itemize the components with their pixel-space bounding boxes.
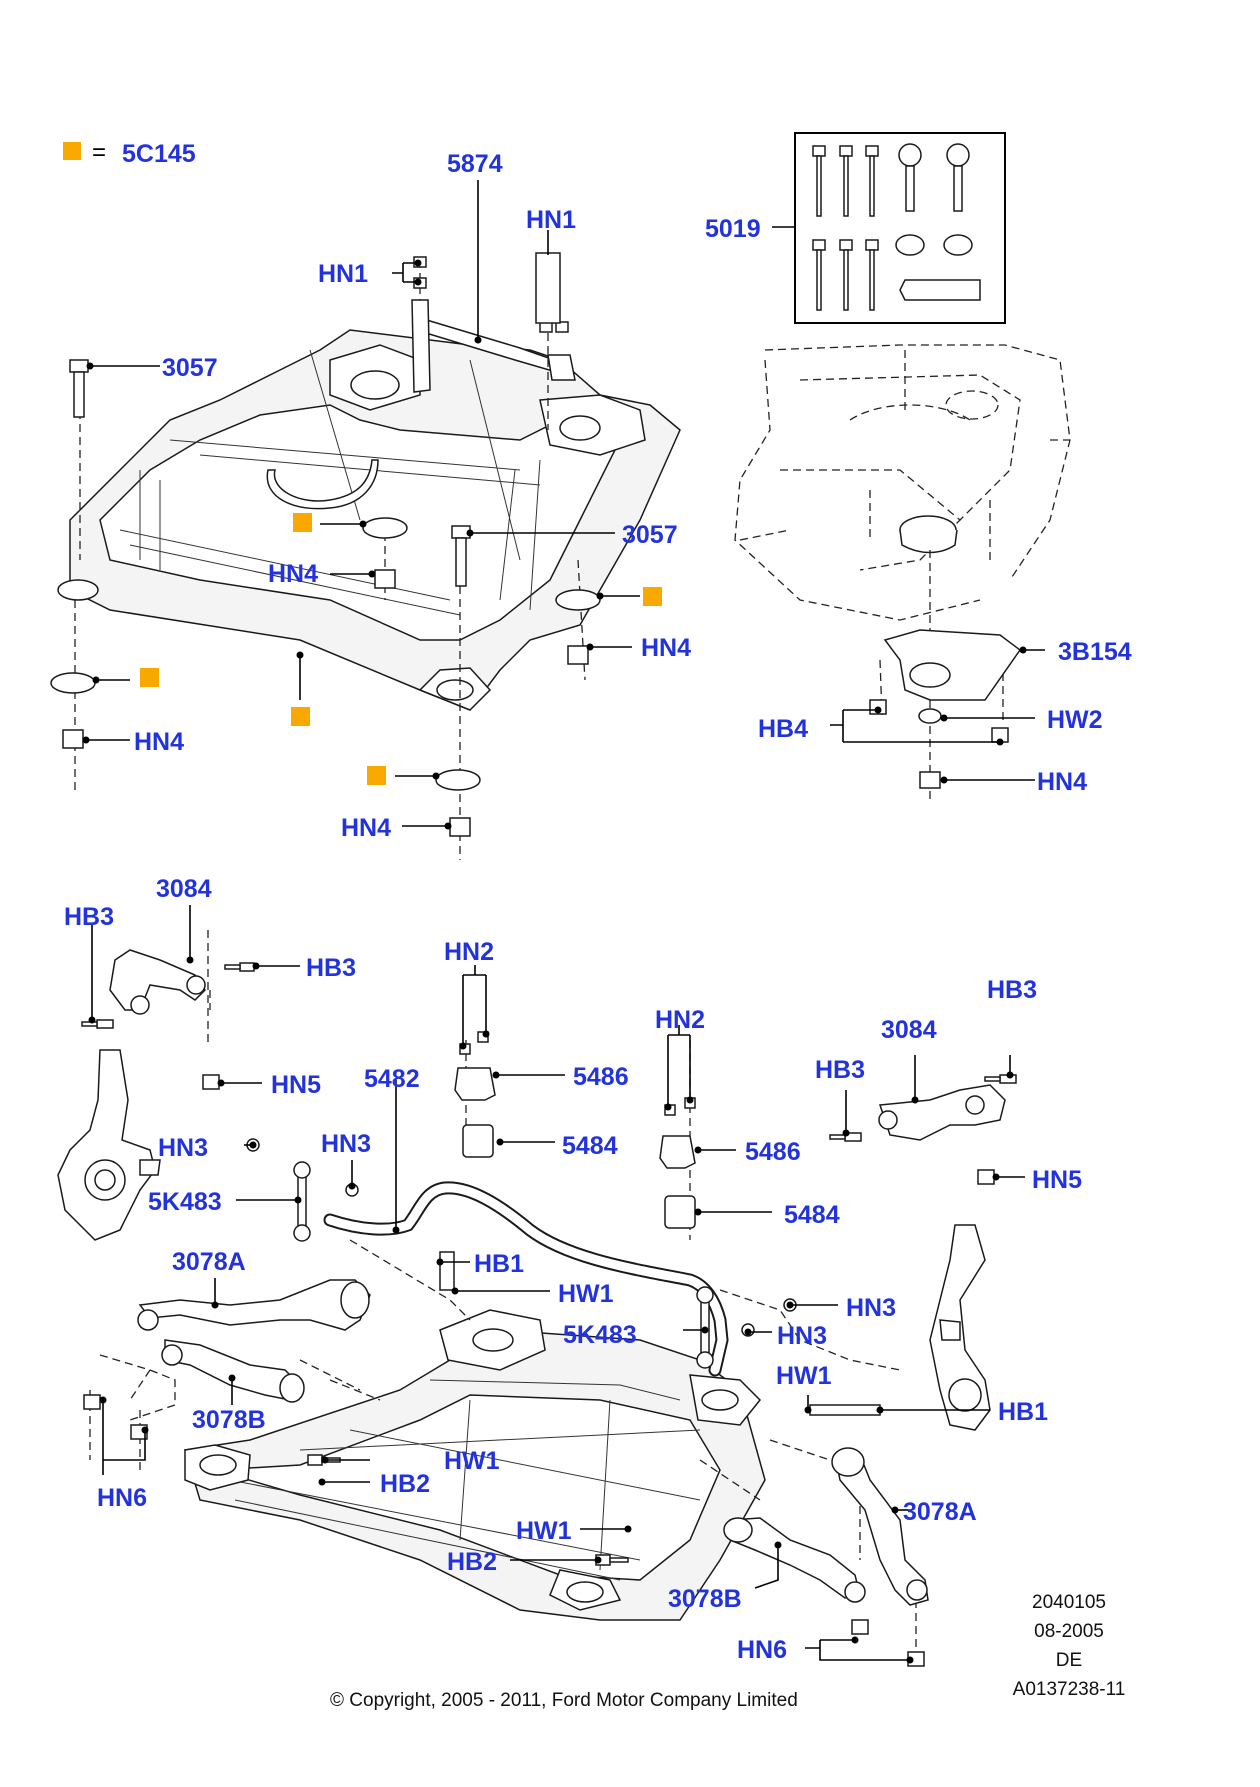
label-hb2-low: HB2 [447,1548,497,1576]
part-labels: 5874 HN1 HN1 3057 3057 5019 HN4 HN4 HN4 … [64,150,1132,1664]
label-hb3-right-top: HB3 [987,976,1037,1004]
label-5019: 5019 [705,215,761,243]
label-5k483-left: 5K483 [148,1188,222,1216]
kit-5019-box [772,132,1006,324]
label-hn4-1: HN4 [268,560,318,588]
label-hn1-right: HN1 [526,206,576,234]
lower-arms-drawing [83,1251,929,1667]
label-hn3-1: HN3 [158,1134,208,1162]
diagram-lang: DE [1056,1650,1082,1671]
label-3057-mid: 3057 [622,521,678,549]
label-5484-left: 5484 [562,1132,618,1160]
legend-code: 5C145 [122,140,196,168]
label-hn2-left: HN2 [444,938,494,966]
marker-1 [293,513,312,532]
legend-equals: = [92,139,106,166]
label-hn5-left: HN5 [271,1071,321,1099]
label-hw1-right: HW1 [776,1362,832,1390]
label-5484-right: 5484 [784,1201,840,1229]
marker-2 [643,587,662,606]
label-5874: 5874 [447,150,503,178]
label-hw1-top: HW1 [558,1280,614,1308]
marker-squares [140,513,662,785]
stabilizer-bar-drawing [246,1031,797,1377]
label-hb1-right: HB1 [998,1398,1048,1426]
diagram-ref: A0137238-11 [1013,1679,1126,1700]
label-hn3-2: HN3 [321,1130,371,1158]
top-left-leaders [82,180,640,830]
label-hn4-4: HN4 [341,814,391,842]
top-right-leaders [830,646,1045,784]
subframe-top-drawing [50,252,681,860]
label-hn5-right: HN5 [1032,1166,1082,1194]
label-3057-top: 3057 [162,354,218,382]
label-hn3-4: HN3 [777,1322,827,1350]
label-hn1-left: HN1 [318,260,368,288]
body-dashed-drawing [734,344,1071,800]
label-3b154: 3B154 [1058,638,1132,666]
label-hn4-3: HN4 [134,728,184,756]
diagram-code: 2040105 [1032,1592,1106,1613]
legend: = 5C145 [63,139,196,168]
upper-arm-right-drawing [829,1074,1017,1185]
bottom-leaders [88,905,1025,1664]
label-hb3-top: HB3 [306,954,356,982]
label-hw1-low: HW1 [516,1517,572,1545]
label-3078b-right: 3078B [668,1585,742,1613]
upper-arm-left-drawing [81,949,255,1090]
footer: © Copyright, 2005 - 2011, Ford Motor Com… [330,1592,1125,1711]
label-hw1-mid: HW1 [444,1447,500,1475]
label-3078a-right: 3078A [903,1498,977,1526]
diagram-date: 08-2005 [1034,1621,1104,1642]
label-3078a-left: 3078A [172,1248,246,1276]
label-3078b-left: 3078B [192,1406,266,1434]
label-hb3-left: HB3 [64,903,114,931]
knuckle-left-drawing [57,1049,161,1241]
knuckle-right-drawing [929,1224,991,1431]
marker-4 [291,707,310,726]
label-hn2-right: HN2 [655,1006,705,1034]
label-5486-left: 5486 [573,1063,629,1091]
marker-5 [367,766,386,785]
label-3084-right: 3084 [881,1016,937,1044]
label-hb2-mid: HB2 [380,1470,430,1498]
label-5486-right: 5486 [745,1138,801,1166]
label-hw2: HW2 [1047,706,1103,734]
label-3084-left: 3084 [156,875,212,903]
label-hn3-3: HN3 [846,1294,896,1322]
label-hn4-5: HN4 [1037,768,1087,796]
label-hb3-right: HB3 [815,1056,865,1084]
label-hn6-right: HN6 [737,1636,787,1664]
label-hn4-2: HN4 [641,634,691,662]
legend-marker [63,142,81,160]
copyright-text: © Copyright, 2005 - 2011, Ford Motor Com… [330,1690,798,1711]
label-5482: 5482 [364,1065,420,1093]
label-hn6-left: HN6 [97,1484,147,1512]
marker-3 [140,668,159,687]
label-hb1-left: HB1 [474,1250,524,1278]
label-5k483-right: 5K483 [563,1321,637,1349]
label-hb4: HB4 [758,715,808,743]
